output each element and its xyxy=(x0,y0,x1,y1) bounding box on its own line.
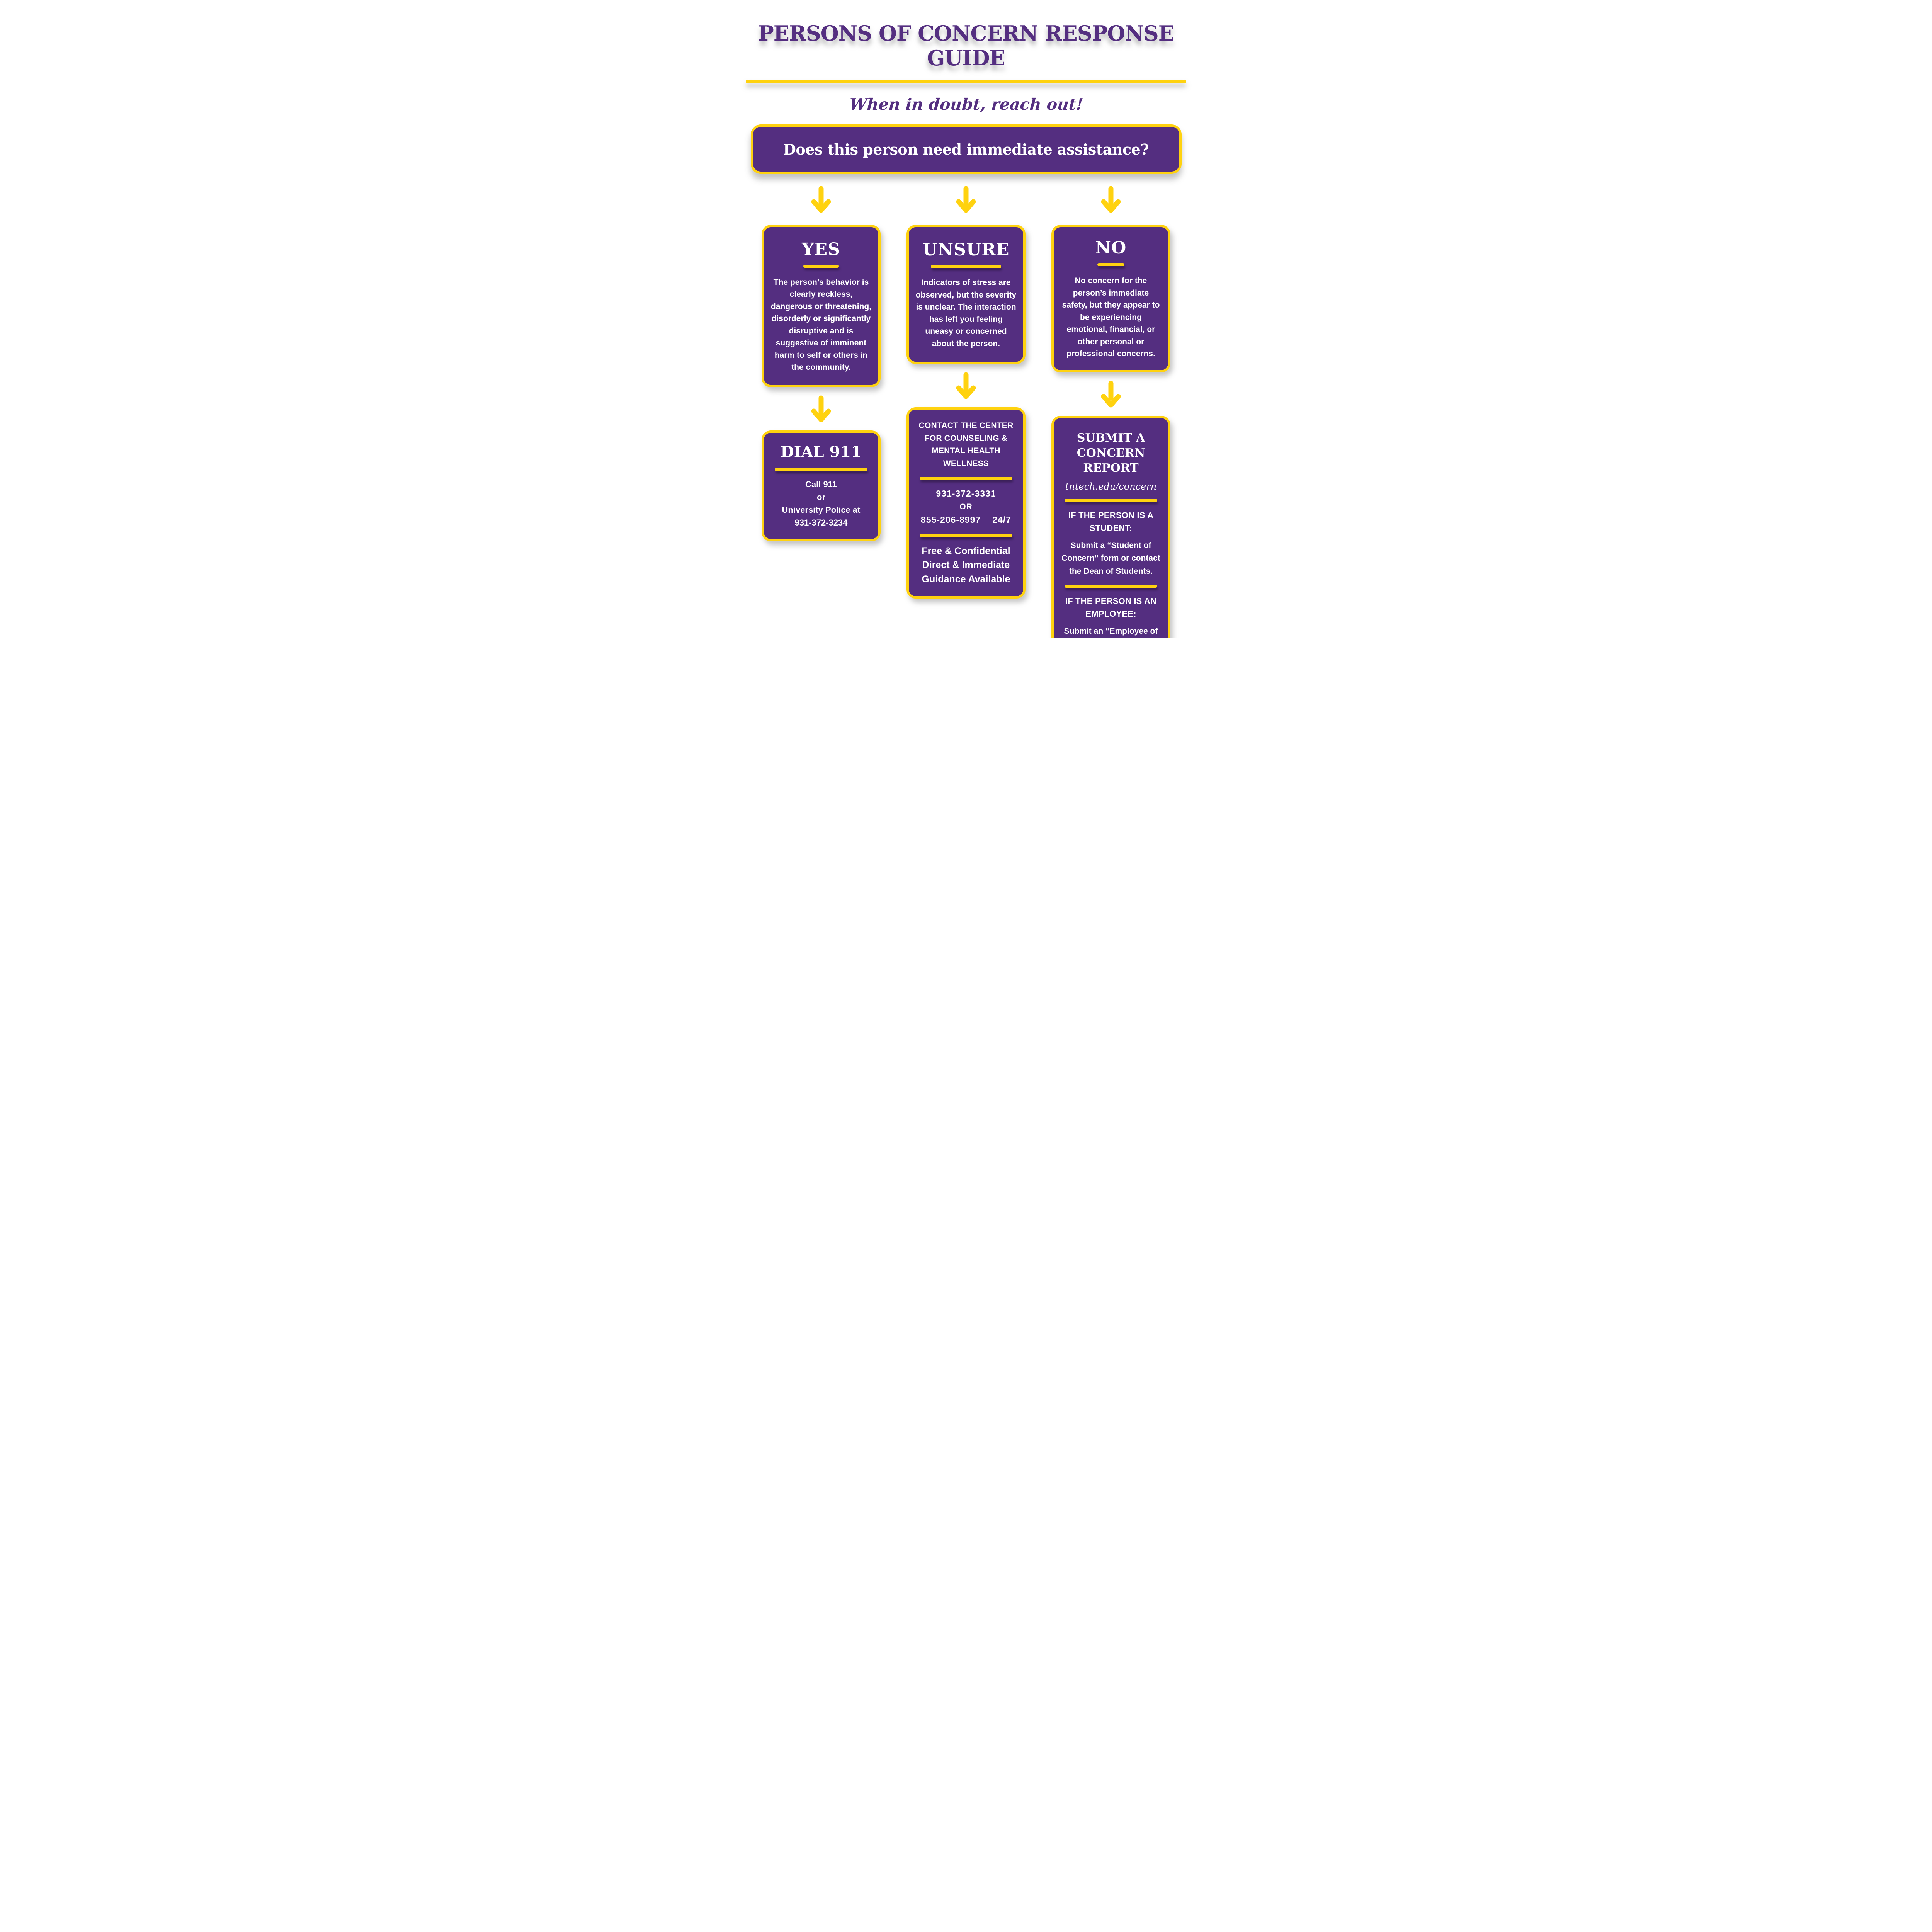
down-arrow-icon xyxy=(811,185,831,216)
or-label: OR xyxy=(959,502,973,511)
answer-heading: NO xyxy=(1095,238,1127,258)
action-heading-line: MENTAL HEALTH WELLNESS xyxy=(932,446,1000,468)
phone-number-2: 855-206-8997 xyxy=(921,515,981,525)
action-divider xyxy=(920,477,1012,480)
phone-number-1: 931-372-3331 xyxy=(936,488,996,499)
persons-of-concern-response-guide: PERSONS OF CONCERN RESPONSE GUIDE When i… xyxy=(719,0,1213,638)
employee-text: Submit an “Employee of Concern” form or … xyxy=(1064,627,1158,636)
answer-underline xyxy=(1097,263,1124,266)
action-line: University Police at xyxy=(782,505,861,515)
answer-description: Indicators of stress are observed, but t… xyxy=(915,278,1017,348)
answer-heading: UNSURE xyxy=(922,240,1010,260)
question-banner: Does this person need immediate assistan… xyxy=(750,124,1182,174)
action-divider xyxy=(920,534,1012,537)
decision-box-no: NO No concern for the person’s immediate… xyxy=(1051,225,1170,372)
action-line: or xyxy=(817,492,825,502)
action-divider xyxy=(1065,498,1157,502)
column-unsure: UNSURE Indicators of stress are observed… xyxy=(906,185,1026,599)
action-line: Call 911 xyxy=(805,480,837,489)
action-box-dial-911: DIAL 911 Call 911 or University Police a… xyxy=(762,430,881,541)
action-heading: DIAL 911 xyxy=(781,443,862,461)
employee-heading: IF THE PERSON IS AN EMPLOYEE: xyxy=(1065,596,1157,619)
page-subtitle: When in doubt, reach out! xyxy=(848,95,1084,114)
title-divider xyxy=(746,80,1186,83)
down-arrow-icon xyxy=(1101,380,1121,410)
down-arrow-icon xyxy=(956,185,976,216)
down-arrow-icon xyxy=(811,395,831,425)
question-text: Does this person need immediate assistan… xyxy=(783,140,1149,158)
down-arrow-icon xyxy=(1101,185,1121,216)
page-title: PERSONS OF CONCERN RESPONSE GUIDE xyxy=(758,21,1174,70)
action-heading-line: FOR COUNSELING & xyxy=(924,434,1008,443)
phone-row: 855-206-8997 24/7 xyxy=(921,513,1011,527)
decision-box-yes: YES The person’s behavior is clearly rec… xyxy=(762,225,881,387)
action-line: 931-372-3234 xyxy=(794,518,848,527)
answer-description: No concern for the person’s immediate sa… xyxy=(1062,276,1160,358)
student-heading: IF THE PERSON IS A STUDENT: xyxy=(1068,510,1154,533)
action-heading-line: CONTACT THE CENTER xyxy=(918,421,1014,430)
action-heading: SUBMIT A CONCERN REPORT xyxy=(1077,431,1145,475)
header: PERSONS OF CONCERN RESPONSE GUIDE When i… xyxy=(720,0,1213,114)
decision-box-unsure: UNSURE Indicators of stress are observed… xyxy=(906,225,1026,364)
availability-label: 24/7 xyxy=(992,515,1011,525)
action-underline xyxy=(775,468,867,471)
answer-underline xyxy=(803,264,839,268)
column-yes: YES The person’s behavior is clearly rec… xyxy=(762,185,881,541)
concern-report-url: tntech.edu/concern xyxy=(1065,481,1157,492)
flowchart-columns: YES The person’s behavior is clearly rec… xyxy=(762,185,1170,638)
answer-description: The person’s behavior is clearly reckles… xyxy=(770,277,872,372)
action-box-concern-report: SUBMIT A CONCERN REPORT tntech.edu/conce… xyxy=(1051,415,1170,638)
student-text: Submit a “Student of Concern” form or co… xyxy=(1061,541,1160,576)
action-note: Free & Confidential Direct & Immediate G… xyxy=(922,546,1010,585)
answer-underline xyxy=(931,265,1001,268)
answer-heading: YES xyxy=(802,239,840,259)
down-arrow-icon xyxy=(956,372,976,402)
action-box-counseling-center: CONTACT THE CENTER FOR COUNSELING & MENT… xyxy=(906,407,1026,599)
action-divider xyxy=(1065,585,1157,588)
column-no: NO No concern for the person’s immediate… xyxy=(1051,185,1170,638)
